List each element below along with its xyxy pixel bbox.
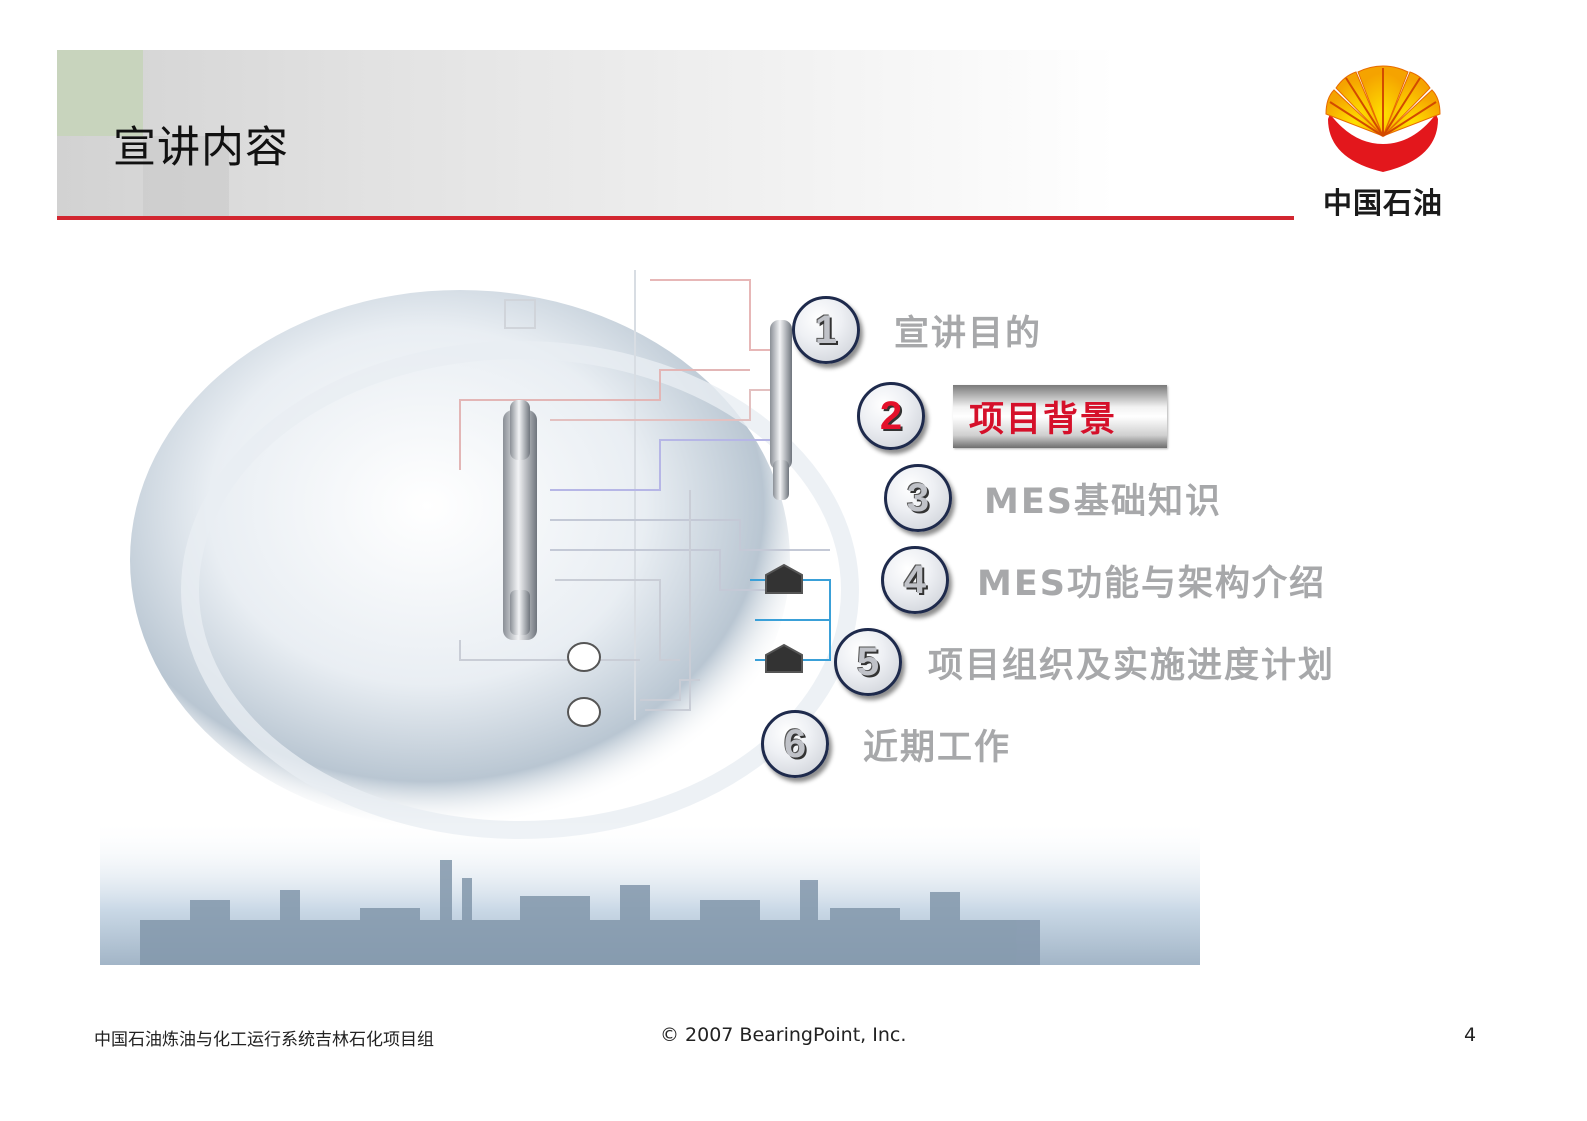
agenda-label: MES基础知识 <box>984 481 1222 522</box>
agenda-label: 近期工作 <box>863 727 1012 768</box>
agenda-number-badge: 6 <box>761 710 829 778</box>
logo-text: 中国石油 <box>1322 186 1443 220</box>
header-divider <box>57 216 1294 220</box>
footer-project-group: 中国石油炼油与化工运行系统吉林石化项目组 <box>94 1030 434 1050</box>
agenda-number-badge: 2 <box>857 382 925 450</box>
agenda-item-1[interactable]: 1 宣讲目的 <box>792 296 1042 364</box>
petrochina-logo-icon <box>1325 65 1441 172</box>
process-illustration <box>100 270 1200 980</box>
agenda-item-6[interactable]: 6 近期工作 <box>761 710 1011 778</box>
agenda-label-active: 项目背景 <box>953 384 1168 448</box>
agenda-item-2[interactable]: 2 项目背景 <box>857 382 1168 450</box>
agenda-label: MES功能与架构介绍 <box>977 563 1326 604</box>
agenda-item-5[interactable]: 5 项目组织及实施进度计划 <box>834 628 1335 696</box>
footer-copyright: © 2007 BearingPoint, Inc. <box>660 1024 907 1046</box>
agenda-label: 项目组织及实施进度计划 <box>928 645 1336 686</box>
agenda-number-badge: 1 <box>792 296 860 364</box>
header-band <box>57 50 1117 218</box>
header-accent-block-2 <box>143 136 229 218</box>
agenda-item-3[interactable]: 3 MES基础知识 <box>884 464 1222 532</box>
agenda-number-badge: 4 <box>881 546 949 614</box>
agenda-label: 宣讲目的 <box>894 313 1043 354</box>
agenda-item-4[interactable]: 4 MES功能与架构介绍 <box>881 546 1326 614</box>
page-number: 4 <box>1464 1024 1477 1046</box>
header-accent-block <box>57 50 143 136</box>
agenda-number-badge: 5 <box>834 628 902 696</box>
agenda-number-badge: 3 <box>884 464 952 532</box>
page-title: 宣讲内容 <box>113 123 289 173</box>
